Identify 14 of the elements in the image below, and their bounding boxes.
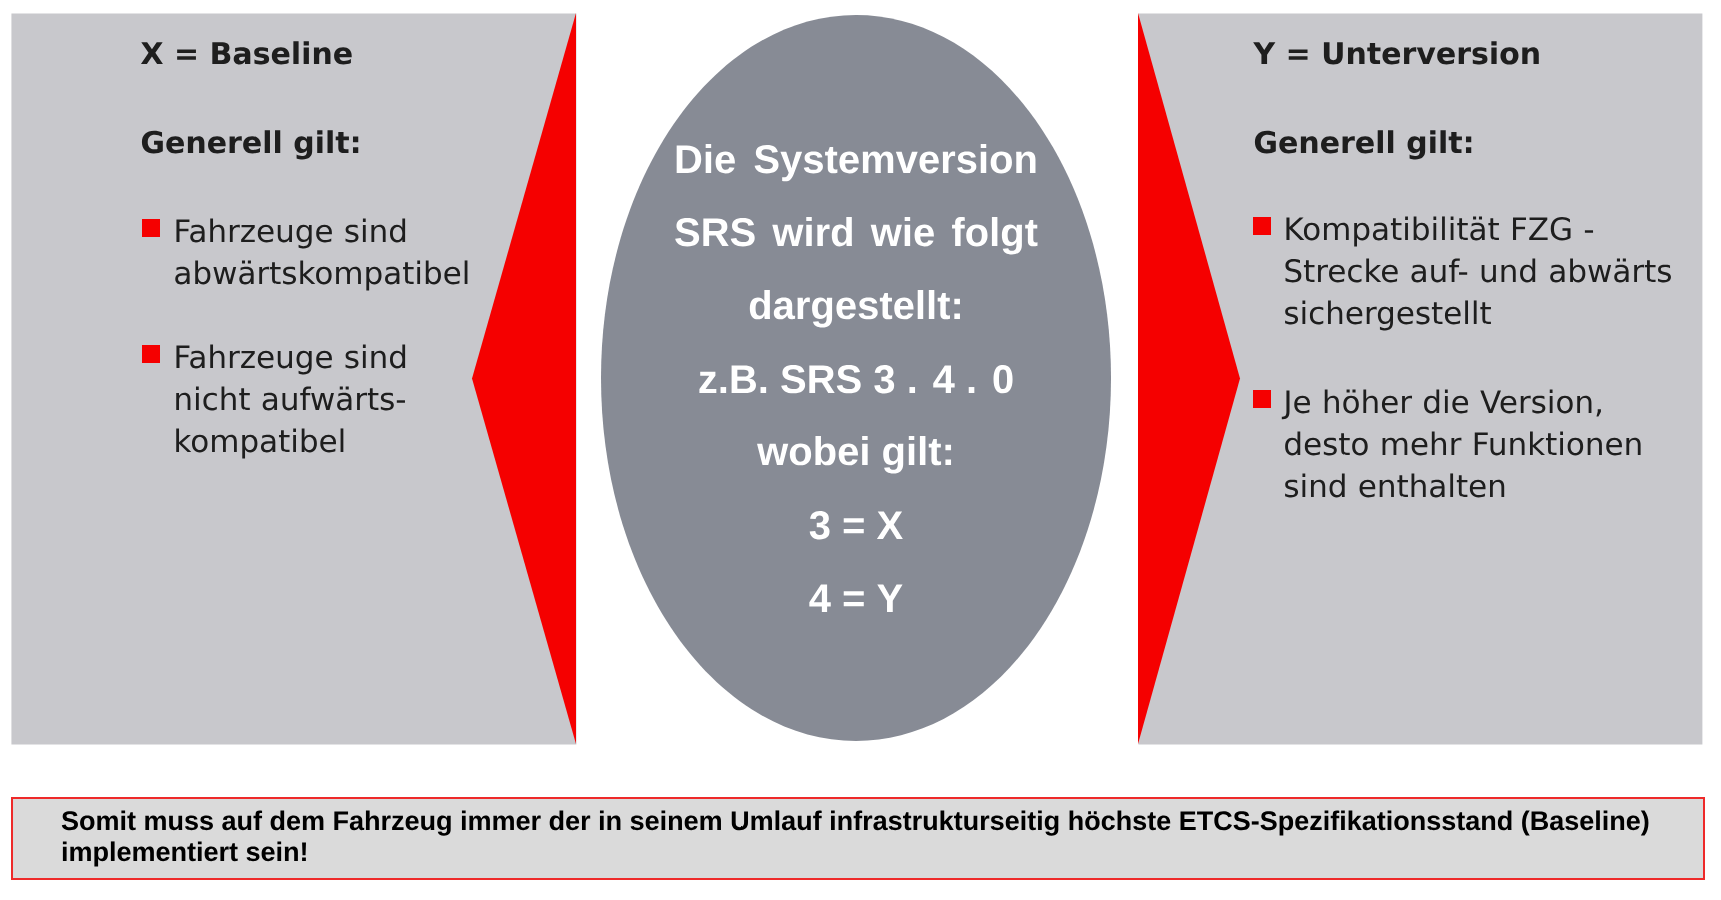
statement-text: Die Systemversion SRS wird wie folgt dargestellt:	[675, 144, 1038, 328]
heading: X = Baseline	[141, 41, 352, 65]
subheading: Generell gilt:	[1254, 130, 1472, 160]
subheading: Generell gilt:	[141, 130, 359, 160]
example-text: z.B. SRS 3 . 4 . 0	[699, 365, 1013, 394]
note-box: Somit muss auf dem Fahrzeug immer der in seinem Umlauf infrastrukturseitig höchste ETCS-Spezifikationsstand (Baseline) implementiert sein!	[11, 797, 1705, 880]
bullet-text: Fahrzeuge sind nicht aufwärts- kompatibel	[176, 344, 406, 459]
bullet-text: Je höher die Version, desto mehr Funktionen sind enthalten	[1281, 389, 1641, 498]
bullet-text: Kompatibilität FZG - Strecke auf- und abwärts sichergestellt	[1285, 216, 1671, 331]
bullet-text: Fahrzeuge sind abwärtskompatibel	[175, 218, 468, 291]
heading: Y = Unterversion	[1253, 41, 1539, 65]
equation-text: 3 = X	[809, 511, 903, 540]
condition-text: wobei gilt:	[757, 436, 952, 474]
equation-text: 4 = Y	[809, 584, 903, 612]
